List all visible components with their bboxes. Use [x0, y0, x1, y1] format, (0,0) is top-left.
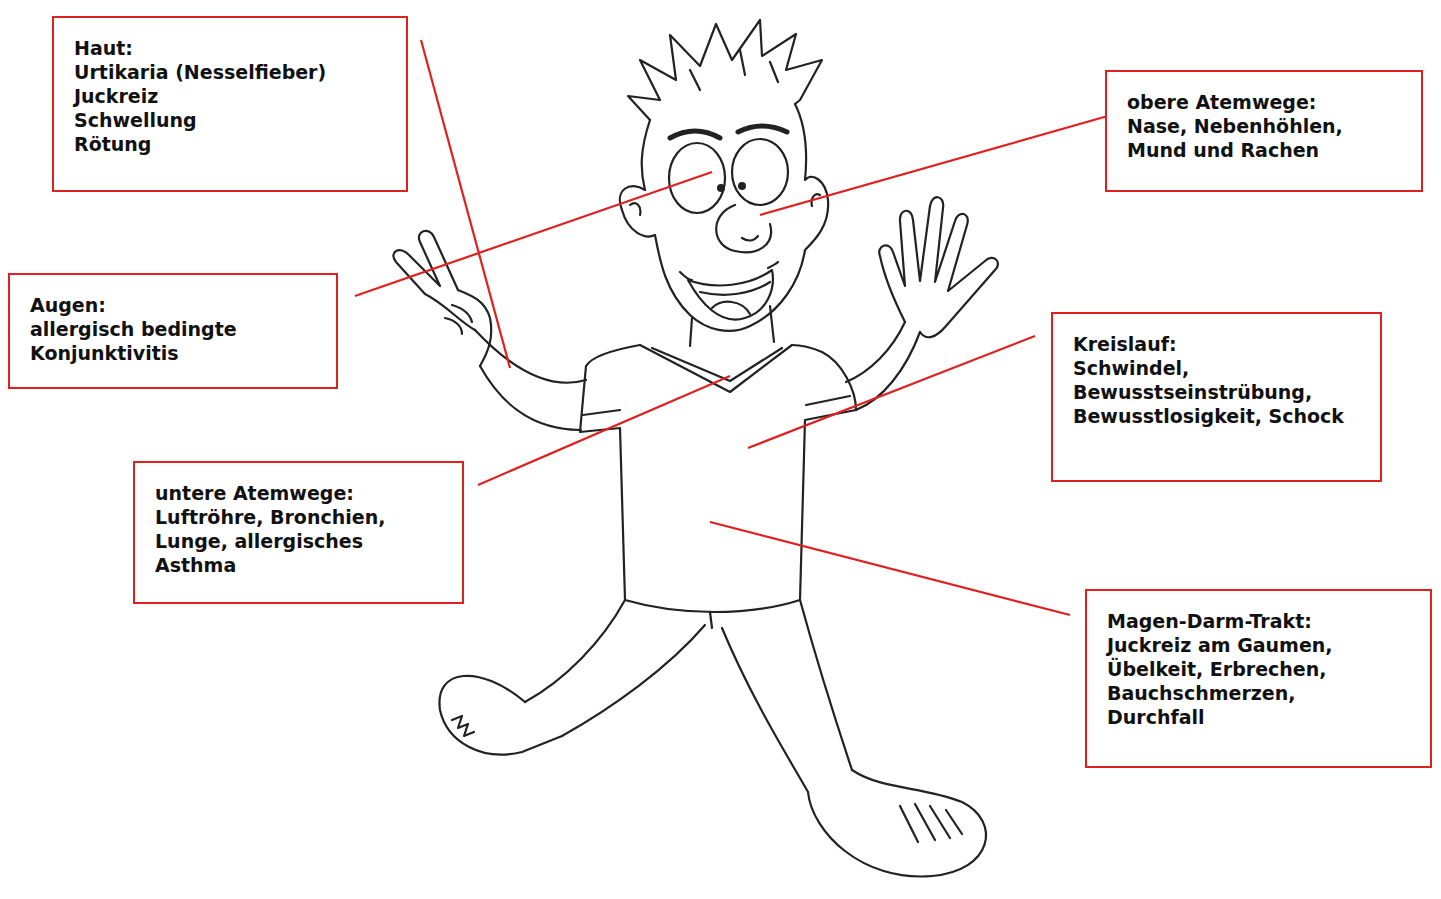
- box-text: Rötung: [74, 132, 396, 156]
- box-heading: Augen:: [30, 293, 326, 317]
- box-text: Urtikaria (Nesselfieber): [74, 60, 396, 84]
- box-text: Luftröhre, Bronchien, Lunge, allergische…: [155, 505, 435, 577]
- box-text: Schwindel, Bewusstseinstrübung, Bewusstl…: [1073, 356, 1348, 428]
- box-text: Juckreiz am Gaumen, Übelkeit, Erbrechen,…: [1107, 633, 1392, 729]
- box-heading: untere Atemwege:: [155, 481, 452, 505]
- callout-box: untere Atemwege:Luftröhre, Bronchien, Lu…: [133, 461, 464, 604]
- box-heading: Magen-Darm-Trakt:: [1107, 609, 1420, 633]
- box-text: Schwellung: [74, 108, 396, 132]
- callout-box: Magen-Darm-Trakt:Juckreiz am Gaumen, Übe…: [1085, 589, 1432, 768]
- box-heading: Kreislauf:: [1073, 332, 1370, 356]
- box-text: Nase, Nebenhöhlen, Mund und Rachen: [1127, 114, 1392, 162]
- callout-box: Augen:allergisch bedingte Konjunktivitis: [8, 273, 338, 389]
- box-heading: Haut:: [74, 36, 396, 60]
- box-heading: obere Atemwege:: [1127, 90, 1411, 114]
- callout-box: Haut:Urtikaria (Nesselfieber)JuckreizSch…: [52, 16, 408, 192]
- box-text: allergisch bedingte Konjunktivitis: [30, 317, 295, 365]
- pupils: [717, 182, 746, 192]
- callout-box: obere Atemwege:Nase, Nebenhöhlen, Mund u…: [1105, 70, 1423, 192]
- box-text: Juckreiz: [74, 84, 396, 108]
- callout-box: Kreislauf:Schwindel, Bewusstseinstrübung…: [1051, 312, 1382, 482]
